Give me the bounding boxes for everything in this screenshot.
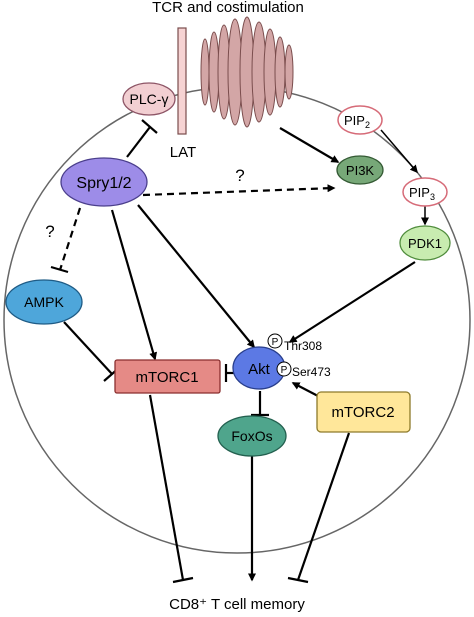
inhibit-ampk-to-mtorc1 xyxy=(63,321,113,375)
output-label: CD8⁺ T cell memory xyxy=(169,596,305,613)
foxos-shape xyxy=(217,415,287,457)
mtorc2-label: mTORC2 xyxy=(331,404,394,421)
inhibit-spry-to-plcg xyxy=(126,126,151,158)
phospho-thr308: P Thr308 xyxy=(267,333,322,353)
foxos-label: FoxOs xyxy=(231,428,272,444)
spry-shape xyxy=(60,157,148,207)
node-pip3: PIP3 xyxy=(402,177,448,207)
node-mtorc1: mTORC1 xyxy=(114,359,221,394)
inhibit-mtorc2-to-memory xyxy=(296,432,351,581)
inhibit-bar xyxy=(50,265,69,274)
phospho-circle-icon xyxy=(276,361,292,377)
inhibit-bar xyxy=(172,576,194,584)
phospho-ser473: P Ser473 xyxy=(276,361,331,379)
pip3-shape xyxy=(402,177,448,207)
node-pi3k: PI3K xyxy=(336,155,384,185)
mtorc1-shape xyxy=(114,359,221,394)
cell-membrane xyxy=(3,86,471,554)
node-plc-gamma: PLC-γ xyxy=(122,82,176,116)
arrow-pdk1-to-akt xyxy=(288,261,416,343)
thr308-label: Thr308 xyxy=(284,339,322,353)
phospho-symbol: P xyxy=(272,337,279,348)
receptor-lobe xyxy=(274,36,286,108)
pip2-label: PIP2 xyxy=(344,113,370,130)
pip3-text: PIP xyxy=(409,185,430,200)
pdk1-label: PDK1 xyxy=(408,236,442,251)
arrow-spry-to-mtorc1 xyxy=(110,209,158,361)
node-ampk: AMPK xyxy=(5,279,83,325)
question-mark: ? xyxy=(235,166,244,185)
node-foxos: FoxOs xyxy=(217,415,287,457)
akt-label: Akt xyxy=(248,361,271,378)
mtorc1-label: mTORC1 xyxy=(135,369,198,386)
receptor-lobe xyxy=(284,44,294,100)
pip2-shape xyxy=(337,105,383,135)
pip2-text: PIP xyxy=(344,113,365,128)
arrow-mtorc2-to-akt xyxy=(291,382,319,397)
tcr-receptor-complex xyxy=(200,16,294,128)
inhibit-mtorc1-to-memory xyxy=(148,394,185,581)
ser473-label: Ser473 xyxy=(292,365,331,379)
pip2-subscript: 2 xyxy=(365,120,370,130)
question-mark: ? xyxy=(45,222,54,241)
arrow-spry-to-akt xyxy=(137,204,255,349)
edges xyxy=(50,119,429,584)
phospho-symbol: P xyxy=(281,365,288,376)
pi3k-label: PI3K xyxy=(346,163,375,178)
node-akt: Akt xyxy=(232,346,286,390)
pdk1-shape xyxy=(399,225,451,261)
plc-gamma-shape xyxy=(122,82,176,116)
spry-label: Spry1/2 xyxy=(76,175,131,192)
node-pip2: PIP2 xyxy=(337,105,383,135)
plc-gamma-label: PLC-γ xyxy=(130,91,169,107)
inhibit-bar xyxy=(141,119,158,134)
diagram-title: TCR and costimulation xyxy=(152,0,304,16)
pi3k-shape xyxy=(336,155,384,185)
arrow-tcr-to-pi3k xyxy=(279,127,340,163)
arrow-pip2-to-pip3 xyxy=(380,129,418,174)
node-pdk1: PDK1 xyxy=(399,225,451,261)
ampk-shape xyxy=(5,279,83,325)
dashed-inhibit-spry-to-ampk xyxy=(58,207,82,271)
lat-label: LAT xyxy=(170,144,196,161)
lat-bar xyxy=(177,27,187,135)
ampk-label: AMPK xyxy=(24,294,64,310)
phospho-circle-icon xyxy=(267,333,283,349)
inhibit-bar xyxy=(287,576,309,584)
mtorc2-shape xyxy=(316,391,411,433)
pip3-subscript: 3 xyxy=(430,192,435,202)
pip3-label: PIP3 xyxy=(409,185,435,202)
dashed-arrow-spry-to-pi3k xyxy=(142,184,336,197)
receptor-lobe xyxy=(263,28,277,116)
receptor-lobe xyxy=(200,38,210,106)
node-spry: Spry1/2 xyxy=(60,157,148,207)
node-mtorc2: mTORC2 xyxy=(316,391,411,433)
